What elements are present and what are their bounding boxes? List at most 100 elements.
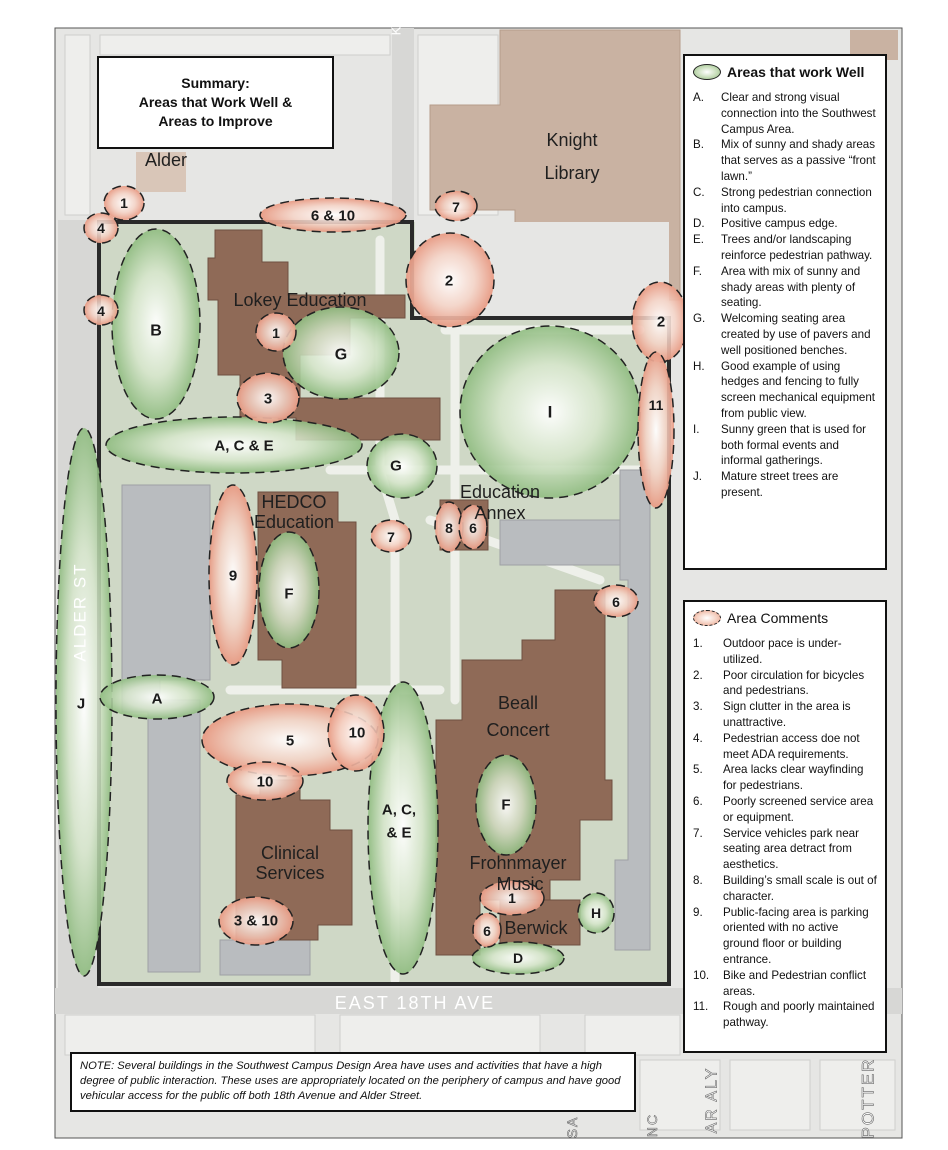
area-comment-item-text: Public-facing area is parking oriented w…: [723, 905, 869, 966]
alder-label: Alder: [145, 150, 187, 170]
area-comment-item-key: 4.: [693, 731, 703, 745]
knight-label-2: Library: [544, 163, 599, 183]
area-comment-item: 7.Service vehicles park near seating are…: [693, 826, 877, 873]
works-well-item: E. Trees and/or landscaping reinforce ped…: [693, 232, 877, 264]
hedco-label-2: Education: [254, 512, 334, 532]
label-r2b: 2: [657, 314, 665, 331]
area-A: [99, 674, 215, 720]
works-well-item-key: D.: [693, 217, 705, 231]
label-r6a: 6: [469, 520, 477, 536]
label-A: A: [152, 691, 163, 708]
works-well-item: I.Sunny green that is used for both form…: [693, 422, 877, 469]
area-comment-item-text: Rough and poorly maintained pathway.: [723, 1000, 875, 1030]
area-comment-item-key: 5.: [693, 763, 703, 777]
label-r10a: 10: [349, 725, 366, 742]
label-r4b: 4: [97, 303, 105, 319]
area-comment-item-text: Sign clutter in the area is unattractive…: [723, 700, 851, 729]
area-comment-item: 9.Public-facing area is parking oriented…: [693, 905, 877, 968]
label-ACE-2a: A, C,: [382, 802, 416, 819]
works-well-list: A.Clear and strong visual connection int…: [693, 90, 877, 501]
parking-lots: [121, 469, 651, 976]
green-area-labels: B G I A, C & E G F J A A, C, & E F H D: [77, 323, 601, 967]
lokey-label: Lokey Education: [233, 290, 366, 310]
area-comment-item-text: Bike and Pedestrian conflict areas.: [723, 968, 867, 998]
area-H: [577, 892, 615, 934]
area-ACE-2: [367, 681, 439, 975]
works-well-item: F.Area with mix of sunny and shady areas…: [693, 264, 877, 311]
beall-label-1: Beall: [498, 693, 538, 713]
label-r8: 8: [445, 520, 453, 536]
works-well-item: B. Mix of sunny and shady areas that serv…: [693, 137, 877, 184]
works-well-item-text: Trees and/or landscaping reinforce pedes…: [721, 233, 873, 262]
area-comment-item: 3.Sign clutter in the area is unattracti…: [693, 699, 877, 731]
area-ACE-1: [105, 416, 363, 474]
works-well-item-text: Strong pedestrian connection into campus…: [721, 185, 872, 215]
nc-label: NC: [644, 1113, 660, 1137]
area-comment-item-key: 6.: [693, 794, 703, 808]
summary-line-2: Areas that Work Well &: [138, 94, 293, 110]
area-G-1: [282, 306, 400, 400]
east-18th-label: EAST 18TH AVE: [335, 993, 495, 1013]
note-text: NOTE: Several buildings in the Southwest…: [80, 1060, 621, 1102]
works-well-item-key: G.: [693, 312, 706, 326]
area-comment-item: 10.Bike and Pedestrian conflict areas.: [693, 968, 877, 1000]
alder-building: [136, 152, 186, 192]
comment-7-a: [434, 190, 478, 222]
label-r1b: 1: [272, 325, 280, 341]
works-well-item-text: Mix of sunny and shady areas that serves…: [721, 138, 876, 183]
berwick-label: Berwick: [504, 918, 568, 938]
clinical-label-1: Clinical: [261, 843, 319, 863]
comment-3-a: [236, 372, 300, 424]
comment-4-b: [83, 294, 119, 326]
works-well-item-text: Area with mix of sunny and shady areas w…: [721, 264, 861, 310]
label-r10b: 10: [257, 774, 274, 791]
works-well-item-key: E.: [693, 233, 704, 247]
label-r4a: 4: [97, 220, 105, 236]
area-G-2: [366, 433, 438, 499]
label-ACE-1: A, C & E: [214, 438, 273, 455]
label-F-2: F: [501, 797, 510, 814]
works-well-item-text: Welcoming seating area created by use of…: [721, 312, 871, 357]
works-well-item: H.Good example of using hedges and fenci…: [693, 359, 877, 422]
north-street: [392, 28, 414, 228]
area-comments-list: 1.Outdoor pace is under-utilized.2.Poor …: [693, 636, 877, 1031]
comment-areas: [83, 185, 689, 948]
summary-title: Summary:: [181, 75, 250, 91]
label-r6b: 6: [612, 594, 620, 610]
clinical-label-2: Services: [255, 863, 324, 883]
works-well-item-key: I.: [693, 422, 700, 436]
area-comment-item: 1.Outdoor pace is under-utilized.: [693, 636, 877, 668]
area-comment-item-text: Poorly screened service area or equipmen…: [723, 794, 874, 824]
street-labels: ALDER ST EAST 18TH AVE POTTER AR ALY NC …: [71, 25, 878, 1139]
comment-area-labels: 1 4 4 6 & 10 7 2 2 1 3 11 9 7 8 6 6 5 10…: [97, 195, 665, 939]
area-comment-item: 6. Poorly screened service area or equipm…: [693, 794, 877, 826]
works-well-title: Areas that work Well: [727, 64, 865, 80]
comment-1-a: [103, 185, 145, 221]
area-D: [471, 941, 565, 975]
potter-label: POTTER: [859, 1058, 878, 1139]
works-well-legend: Areas that work Well A.Clear and strong …: [683, 54, 887, 570]
works-well-item-key: B.: [693, 138, 704, 152]
alder-st-label: ALDER ST: [71, 562, 90, 661]
area-comments-legend: Area Comments 1.Outdoor pace is under-ut…: [683, 600, 887, 1053]
comment-3-10: [218, 896, 294, 946]
label-I: I: [548, 403, 553, 422]
sa-label: SA: [564, 1116, 580, 1139]
frohnmayer-label: Frohnmayer: [469, 853, 566, 873]
label-B: B: [150, 323, 162, 340]
comment-6-a: [458, 504, 488, 550]
building-labels: Knight Library Alder Lokey Education HED…: [145, 130, 600, 938]
note-box: NOTE: Several buildings in the Southwest…: [70, 1052, 636, 1112]
comment-6-b: [593, 584, 639, 618]
label-r1c: 1: [508, 890, 516, 906]
comment-1-c: [479, 880, 545, 916]
area-F-2: [475, 754, 537, 856]
works-well-item-key: J.: [693, 470, 703, 484]
works-well-item-text: Positive campus edge.: [721, 217, 838, 231]
green-areas: [55, 228, 641, 977]
area-comment-item: 8.Building’s small scale is out of chara…: [693, 873, 877, 905]
area-comments-header: Area Comments: [693, 610, 877, 626]
comment-area-swatch-icon: [693, 610, 721, 626]
works-well-item-text: Clear and strong visual connection into …: [721, 91, 876, 136]
label-D: D: [513, 950, 523, 966]
